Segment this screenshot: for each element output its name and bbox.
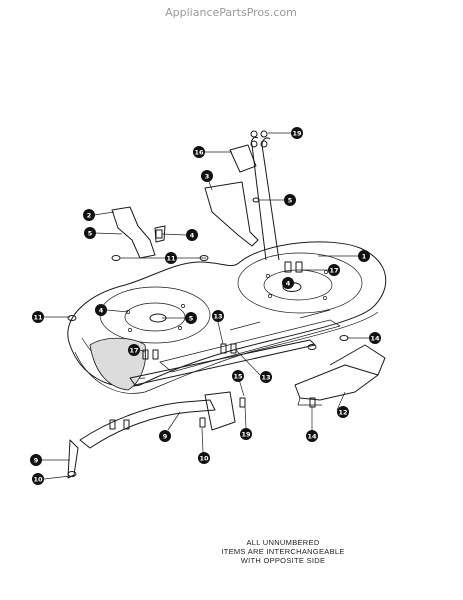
lift-rods	[251, 137, 280, 261]
callout-9: 9	[159, 430, 171, 442]
callout-12: 12	[337, 406, 349, 418]
callout-14: 14	[306, 430, 318, 442]
svg-text:14: 14	[307, 433, 317, 441]
callout-15: 15	[232, 370, 244, 382]
note-line-2: ITEMS ARE INTERCHANGEABLE	[221, 547, 345, 556]
svg-text:3: 3	[205, 173, 210, 181]
callout-4: 4	[95, 304, 107, 316]
callout-4: 4	[186, 229, 198, 241]
callout-9: 9	[30, 454, 42, 466]
callout-11: 11	[165, 252, 177, 264]
callout-10: 10	[32, 473, 44, 485]
svg-text:9: 9	[163, 433, 168, 441]
callout-16: 16	[193, 146, 205, 158]
callout-5: 5	[185, 312, 197, 324]
callout-3: 3	[201, 170, 213, 182]
callout-17: 17	[128, 344, 140, 356]
callout-14: 14	[369, 332, 381, 344]
callout-4: 4	[282, 277, 294, 289]
svg-text:10: 10	[33, 476, 43, 484]
callout-13: 13	[260, 371, 272, 383]
hardware	[67, 130, 349, 477]
svg-text:9: 9	[34, 457, 39, 465]
deck-housing	[67, 241, 387, 394]
svg-text:13: 13	[213, 313, 222, 321]
svg-text:17: 17	[129, 347, 138, 355]
svg-text:5: 5	[189, 315, 194, 323]
callout-5: 5	[284, 194, 296, 206]
svg-text:11: 11	[33, 314, 43, 322]
svg-text:10: 10	[199, 455, 209, 463]
callout-5: 5	[84, 227, 96, 239]
note-line-3: WITH OPPOSITE SIDE	[240, 556, 326, 565]
bracket-16	[229, 144, 257, 173]
svg-text:17: 17	[329, 267, 338, 275]
callout-10: 10	[198, 452, 210, 464]
svg-text:4: 4	[190, 232, 195, 240]
callout-13: 13	[212, 310, 224, 322]
svg-text:2: 2	[87, 212, 92, 220]
svg-text:12: 12	[338, 409, 347, 417]
callout-19: 19	[291, 127, 303, 139]
svg-text:14: 14	[370, 335, 380, 343]
watermark: AppliancePartsPros.com	[165, 6, 297, 19]
svg-text:5: 5	[88, 230, 93, 238]
svg-text:13: 13	[261, 374, 270, 382]
callout-17: 17	[328, 264, 340, 276]
callouts: 19 16 3 5 2 5 4 11 1 17 4 11 4 5 13 14 1…	[30, 127, 381, 485]
bracket-3	[204, 181, 259, 247]
callout-11: 11	[32, 311, 44, 323]
svg-text:5: 5	[288, 197, 293, 205]
callout-1: 1	[358, 250, 370, 262]
bracket-2	[111, 206, 156, 259]
svg-text:4: 4	[286, 280, 291, 288]
rear-link-12	[294, 344, 386, 406]
interchangeable-note: ALL UNNUMBERED ITEMS ARE INTERCHANGEABLE…	[218, 538, 348, 565]
note-line-1: ALL UNNUMBERED	[246, 538, 320, 547]
svg-text:4: 4	[99, 307, 104, 315]
svg-text:16: 16	[194, 149, 204, 157]
svg-text:15: 15	[233, 373, 243, 381]
callout-19: 19	[240, 428, 252, 440]
svg-text:11: 11	[166, 255, 176, 263]
svg-text:19: 19	[292, 130, 302, 138]
callout-2: 2	[83, 209, 95, 221]
leader-lines	[42, 132, 369, 480]
svg-text:1: 1	[362, 253, 367, 261]
svg-text:19: 19	[241, 431, 251, 439]
